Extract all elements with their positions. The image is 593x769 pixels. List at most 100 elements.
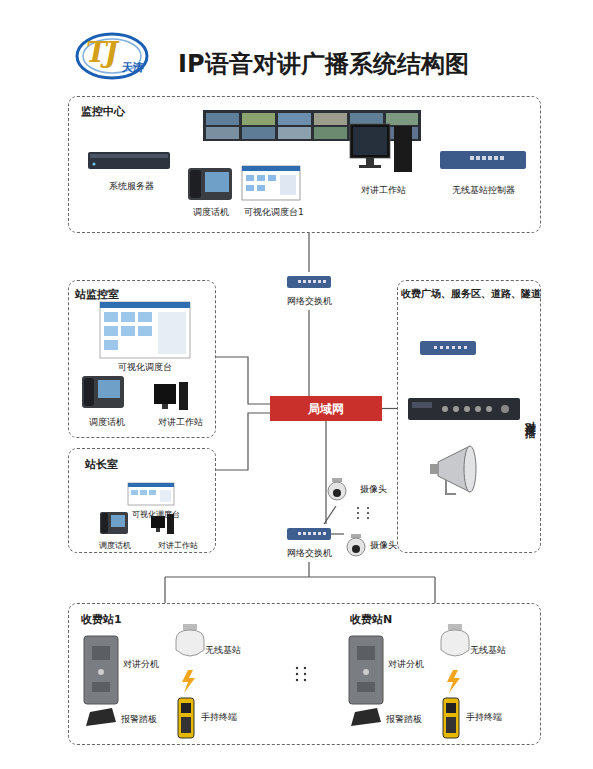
lightning-icon (182, 670, 195, 693)
phone-icon (82, 376, 124, 408)
group-box: 收费站1 收费站N 对讲分机 无线基站报警踏板 手持终端 对讲分机 无线基站报警踏板 手持终端 (68, 603, 541, 745)
node-label: 调度话机 (193, 207, 229, 218)
camera-icon (328, 478, 346, 500)
ellipsis-dots (357, 507, 369, 519)
node-label: 调度话机 (99, 540, 131, 551)
switch-icon (420, 341, 476, 355)
device-node: 摄像头 (344, 532, 408, 560)
server-icon (88, 152, 170, 169)
device-node: 调度话机 (85, 509, 145, 551)
group-heading: 站长室 (85, 458, 118, 471)
network-link (165, 562, 435, 603)
node-label: 可视化调度台 (132, 509, 180, 520)
node-label: 摄像头 (360, 484, 387, 495)
logo-ring (77, 34, 147, 78)
side-label: 对讲广播 (522, 412, 537, 420)
device-node: 无线基站 (173, 621, 265, 667)
switch-icon (287, 276, 331, 288)
node-label: 网络交换机 (287, 296, 332, 307)
group-heading: 监控中心 (81, 105, 125, 118)
controller-icon (440, 151, 526, 169)
ellipsis-dots (296, 667, 306, 681)
device-node: 手持终端 (438, 695, 534, 741)
logo-mark: TJ (86, 36, 116, 69)
network-link (324, 506, 336, 524)
node-label: 无线基站 (470, 645, 506, 656)
logo-text: 天涛 (122, 60, 144, 75)
device-node: 可视化调度台 (111, 479, 201, 521)
device-node: 无线基站控制器 (433, 145, 533, 199)
handset-icon (443, 698, 459, 738)
node-label: 报警踏板 (121, 714, 157, 725)
phone-icon (188, 168, 232, 200)
lightning-icon (447, 670, 460, 693)
node-label: 局域网 (308, 403, 344, 414)
node-label: 调度话机 (89, 417, 125, 428)
device-node: 手持终端 (173, 695, 269, 741)
network-link (325, 421, 326, 524)
group-box: 站长室可视化调度台调度话机 对讲工作站 (68, 448, 216, 553)
node-label: 摄像头 (370, 540, 397, 551)
group-box: 收费广场、服务区、道路、隧道 (397, 280, 541, 553)
network-link (308, 233, 309, 272)
device-node: 系统服务器 (85, 147, 177, 195)
device-node: 调度话机 (75, 373, 139, 431)
network-link (331, 533, 344, 534)
device-node: 网络交换机 (280, 524, 338, 562)
dispatch-screen (242, 166, 300, 200)
node-label: 对讲工作站 (158, 540, 198, 551)
base-station-dome (441, 624, 469, 656)
network-box: 局域网 (270, 396, 382, 421)
base-station-dome (176, 624, 204, 656)
camera-icon (347, 534, 365, 556)
group-box: 站监控室可视化调度台调度话机 对讲工作站 (68, 280, 216, 438)
switch-icon (287, 528, 331, 540)
device-node: 摄像头 (322, 476, 388, 506)
device-node: 对讲分机 (81, 633, 173, 709)
group-box: 监控中心系统服务器调度话机可视化调度台1对讲工作站无线基站控制器 (68, 96, 541, 233)
node-label: 对讲工作站 (158, 417, 203, 428)
phone-icon (100, 512, 128, 534)
node-label: 手持终端 (466, 712, 502, 723)
pedal-icon (86, 708, 116, 726)
node-label: 可视化调度台 (118, 362, 172, 373)
group-heading: 站监控室 (75, 288, 119, 301)
node-label: 系统服务器 (109, 181, 154, 192)
node-label: 对讲工作站 (361, 185, 406, 196)
device-node: 对讲工作站 (145, 379, 215, 431)
node-label: 对讲分机 (123, 659, 159, 670)
intercom-panel (349, 636, 383, 704)
device-node: 无线基站 (438, 621, 530, 667)
workstation-icon (350, 124, 412, 172)
diagram-title: IP语音对讲广播系统结构图 (178, 48, 469, 80)
dispatch-screen (100, 302, 190, 358)
network-link (216, 357, 270, 404)
node-label: 手持终端 (201, 712, 237, 723)
network-link (308, 310, 309, 396)
dispatch-screen (128, 483, 174, 505)
pedal-icon (351, 708, 381, 726)
horn-speaker (430, 446, 476, 494)
network-link (382, 408, 397, 409)
device-node: 调度话机 (187, 163, 235, 219)
intercom-panel (84, 636, 118, 704)
device-node: 网络交换机 (280, 272, 338, 310)
group-heading: 收费站N (350, 613, 392, 626)
group-heading: 收费站1 (81, 613, 122, 626)
device-node: 可视化调度台 (97, 299, 193, 377)
amplifier-icon (408, 398, 520, 420)
handset-icon (178, 698, 194, 738)
device-node: 对讲工作站 (347, 119, 419, 199)
node-label: 报警踏板 (386, 714, 422, 725)
group-heading: 收费广场、服务区、道路、隧道 (401, 288, 541, 300)
node-label: 对讲分机 (388, 659, 424, 670)
node-label: 无线基站 (205, 645, 241, 656)
network-link (216, 413, 270, 470)
device-node: 对讲分机 (346, 633, 438, 709)
node-label: 无线基站控制器 (452, 185, 515, 196)
node-label: 网络交换机 (287, 548, 332, 559)
workstation-icon (154, 382, 188, 410)
device-node: 报警踏板 (348, 705, 442, 733)
device-node: 对讲工作站 (145, 511, 211, 551)
